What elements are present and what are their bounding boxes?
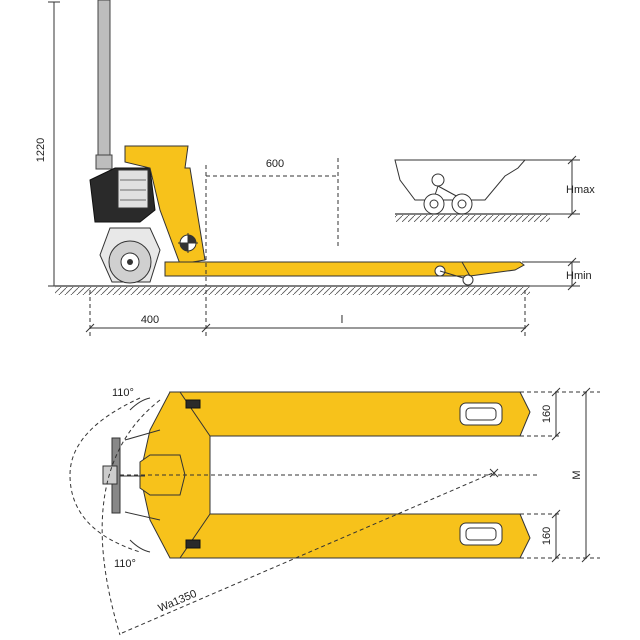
turning-radius-label: Wa1350: [156, 588, 198, 615]
center-of-gravity-icon: [178, 233, 198, 253]
overall-width-label: M: [571, 470, 583, 479]
top-frame: [139, 391, 531, 559]
tiller-handle: [95, 0, 113, 170]
fork-slot-top: [459, 402, 503, 426]
steer-angle-arcs: 110° 110°: [69, 387, 151, 570]
steer-angle-bottom-label: 110°: [114, 558, 136, 570]
top-view: 110° 110° Wa1350 160 160: [69, 387, 600, 636]
fork-offset-dimension: 600: [205, 158, 339, 286]
hydraulic-pump: [89, 167, 156, 223]
width-dimensions: 160 160 M: [520, 387, 600, 563]
frame-and-fork: [124, 145, 525, 277]
raised-fork-detail: Hmax: [394, 155, 595, 222]
ground-line: [55, 285, 530, 295]
fork-width-top-label: 160: [541, 405, 553, 423]
hmax-label: Hmax: [566, 184, 595, 196]
height-label: 1220: [35, 138, 47, 162]
load-roller: [434, 261, 474, 286]
front-length-label: 400: [141, 314, 159, 326]
fork-width-bottom-label: 160: [541, 527, 553, 545]
top-steer-assembly: [102, 429, 161, 521]
length-dimensions: 400 l: [85, 290, 530, 336]
steer-wheel: [99, 227, 161, 284]
fork-offset-label: 600: [266, 158, 284, 170]
hmin-dimension: Hmin: [522, 257, 592, 291]
hmin-label: Hmin: [566, 270, 592, 282]
steer-angle-top-label: 110°: [112, 387, 134, 399]
fork-length-label: l: [341, 314, 343, 326]
fork-slot-bottom: [459, 522, 503, 546]
side-view: 1220 600 400 l: [35, 0, 595, 336]
height-dimension: 1220: [35, 1, 60, 287]
